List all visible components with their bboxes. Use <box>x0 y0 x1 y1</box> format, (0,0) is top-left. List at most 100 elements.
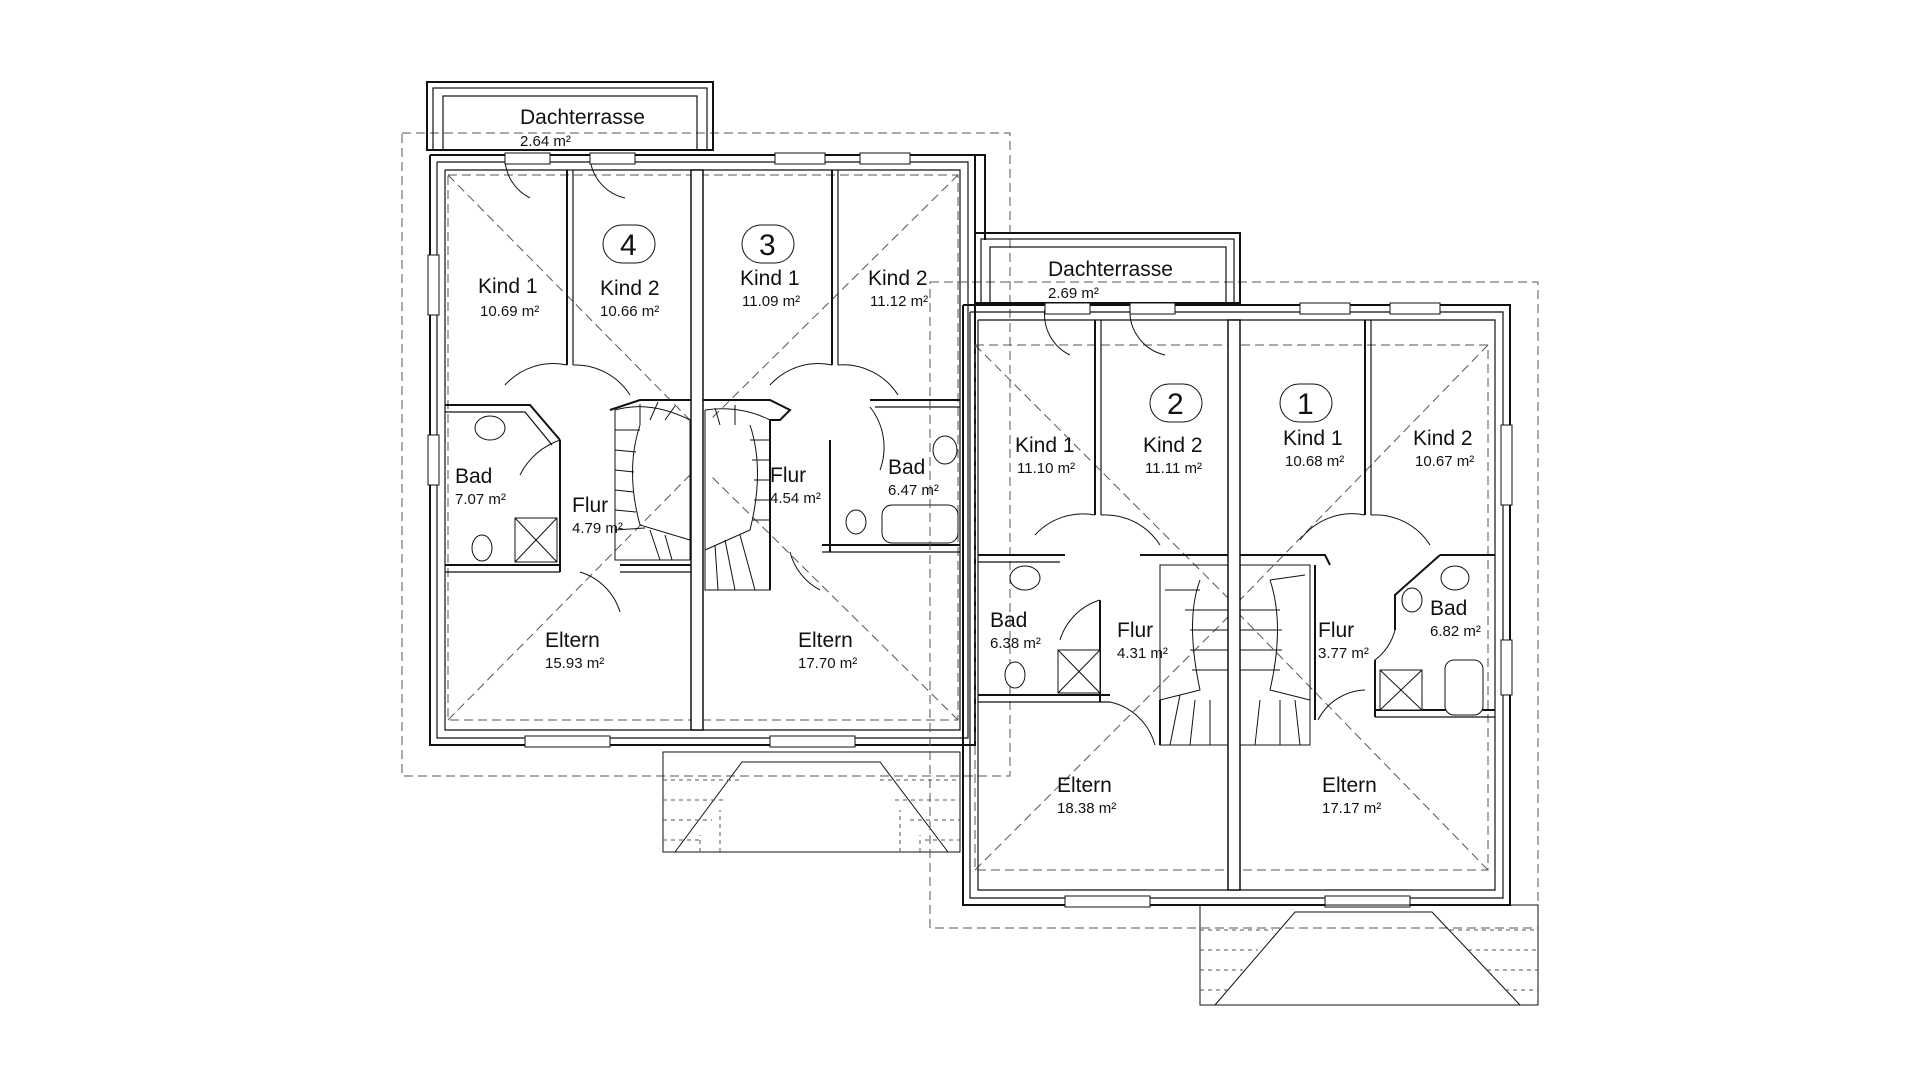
ext-wall-left-step <box>960 154 986 240</box>
u1-eltern-name: Eltern <box>1322 774 1377 797</box>
roof-ridge-right-3 <box>1239 344 1489 601</box>
wall-u1-stair <box>1240 554 1331 566</box>
door-swing-u4-4 <box>579 571 621 613</box>
u2-eltern-area: 18.38 m² <box>1057 800 1116 817</box>
window-r-top-1 <box>1044 302 1091 315</box>
u4-flur-area: 4.79 m² <box>572 520 623 537</box>
door-swing-u2-terrace-2 <box>1129 307 1166 356</box>
window-l-top-3 <box>774 152 826 165</box>
left-building <box>401 81 1011 853</box>
roof-inner-left <box>447 174 959 721</box>
ext-wall-left-inner <box>444 169 961 731</box>
window-r-right-2 <box>1500 639 1513 696</box>
u2-kind2-area: 11.11 m² <box>1145 460 1202 477</box>
window-l-left-2 <box>427 434 440 486</box>
wall-u3-stair-right <box>703 399 792 421</box>
u1-flur-area: 3.77 m² <box>1318 645 1369 662</box>
roof-ridge-left-2 <box>447 474 691 721</box>
roof-ridge-right-2 <box>974 614 1231 871</box>
u2-bad-name: Bad <box>990 609 1027 632</box>
window-l-top-4 <box>859 152 911 165</box>
wall-u4-stair-left <box>609 399 691 411</box>
door-swing-u2-1 <box>1034 513 1096 536</box>
u2-bad-area: 6.38 m² <box>990 635 1041 652</box>
u1-kind2-name: Kind 2 <box>1413 427 1473 450</box>
u3-flur-name: Flur <box>770 464 806 487</box>
door-swing-u3-4 <box>789 551 821 591</box>
toilet-u1 <box>1401 587 1423 613</box>
u1-kind1-area: 10.68 m² <box>1285 453 1344 470</box>
u3-kind1-name: Kind 1 <box>740 267 800 290</box>
unit-4-badge <box>602 224 656 264</box>
u2-kind2-name: Kind 2 <box>1143 434 1203 457</box>
u4-kind1-name: Kind 1 <box>478 275 538 298</box>
window-r-top-2 <box>1129 302 1176 315</box>
terrace-right-name: Dachterrasse <box>1048 258 1173 281</box>
u3-bad-name: Bad <box>888 456 925 479</box>
u2-eltern-name: Eltern <box>1057 774 1112 797</box>
door-swing-u3-1 <box>769 363 833 386</box>
door-swing-u2-2 <box>1100 514 1161 546</box>
stairs-u1 <box>1239 564 1311 746</box>
window-l-bottom-1 <box>524 735 611 748</box>
terrace-left-name: Dachterrasse <box>520 106 645 129</box>
bathtub-u1 <box>1444 659 1484 716</box>
door-swing-u1-4 <box>1317 689 1366 721</box>
roof-outline-left <box>401 132 1011 777</box>
unit-3-number: 3 <box>759 229 776 262</box>
door-swing-u3-2 <box>837 364 899 396</box>
u3-flur-area: 4.54 m² <box>770 490 821 507</box>
u4-kind2-area: 10.66 m² <box>600 303 659 320</box>
unit-2-number: 2 <box>1167 388 1184 421</box>
window-l-bottom-2 <box>769 735 856 748</box>
window-r-bottom-2 <box>1324 895 1411 908</box>
porch-left <box>662 751 961 853</box>
u3-eltern-area: 17.70 m² <box>798 655 857 672</box>
window-r-top-3 <box>1299 302 1351 315</box>
u3-kind1-area: 11.09 m² <box>742 293 800 310</box>
porch-right <box>1199 904 1539 1006</box>
unit-2-badge <box>1149 383 1203 423</box>
door-swing-u4-3 <box>519 439 561 476</box>
roof-ridge-right-4 <box>1239 614 1489 871</box>
door-swing-u1-1 <box>1299 513 1366 541</box>
sink-u1 <box>1440 565 1470 591</box>
unit-1-badge <box>1279 383 1333 423</box>
ext-wall-right-inner <box>977 319 1496 891</box>
u1-kind2-area: 10.67 m² <box>1415 453 1474 470</box>
door-swing-u3-3 <box>869 406 885 471</box>
party-wall-2-1 <box>1227 319 1241 891</box>
roof-ridge-left-4 <box>709 474 959 721</box>
window-l-top-1 <box>504 152 551 165</box>
door-swing-u4-1 <box>504 363 568 386</box>
u1-eltern-area: 17.17 m² <box>1322 800 1381 817</box>
u4-flur-name: Flur <box>572 494 608 517</box>
sink-u4 <box>474 415 506 441</box>
u3-bad-area: 6.47 m² <box>888 482 939 499</box>
window-l-top-2 <box>589 152 636 165</box>
toilet-u2 <box>1004 661 1026 689</box>
window-r-top-4 <box>1389 302 1441 315</box>
window-r-right-1 <box>1500 424 1513 506</box>
labels: Dachterrasse 2.64 m² Dachterrasse 2.69 m… <box>455 106 1481 817</box>
stairs-u3 <box>704 405 771 591</box>
unit-3-badge <box>741 224 795 264</box>
u3-kind2-name: Kind 2 <box>868 267 928 290</box>
door-swing-u2-3 <box>1059 599 1101 641</box>
u3-kind2-area: 11.12 m² <box>870 293 928 310</box>
roof-ridge-right-1 <box>974 344 1231 601</box>
door-swing-u1-2 <box>1370 514 1431 546</box>
door-swing-u2-terrace-1 <box>1044 307 1071 356</box>
roof-ridge-left-1 <box>447 174 691 421</box>
unit-1-number: 1 <box>1297 388 1314 421</box>
u1-bad-name: Bad <box>1430 597 1467 620</box>
u4-eltern-area: 15.93 m² <box>545 655 604 672</box>
u3-eltern-name: Eltern <box>798 629 853 652</box>
wall-u4-kind-bottom-left-b <box>445 411 553 446</box>
door-swing-u4-2 <box>572 364 631 396</box>
u4-bad-area: 7.07 m² <box>455 491 506 508</box>
u2-flur-name: Flur <box>1117 619 1153 642</box>
u2-flur-area: 4.31 m² <box>1117 645 1168 662</box>
u1-flur-name: Flur <box>1318 619 1354 642</box>
